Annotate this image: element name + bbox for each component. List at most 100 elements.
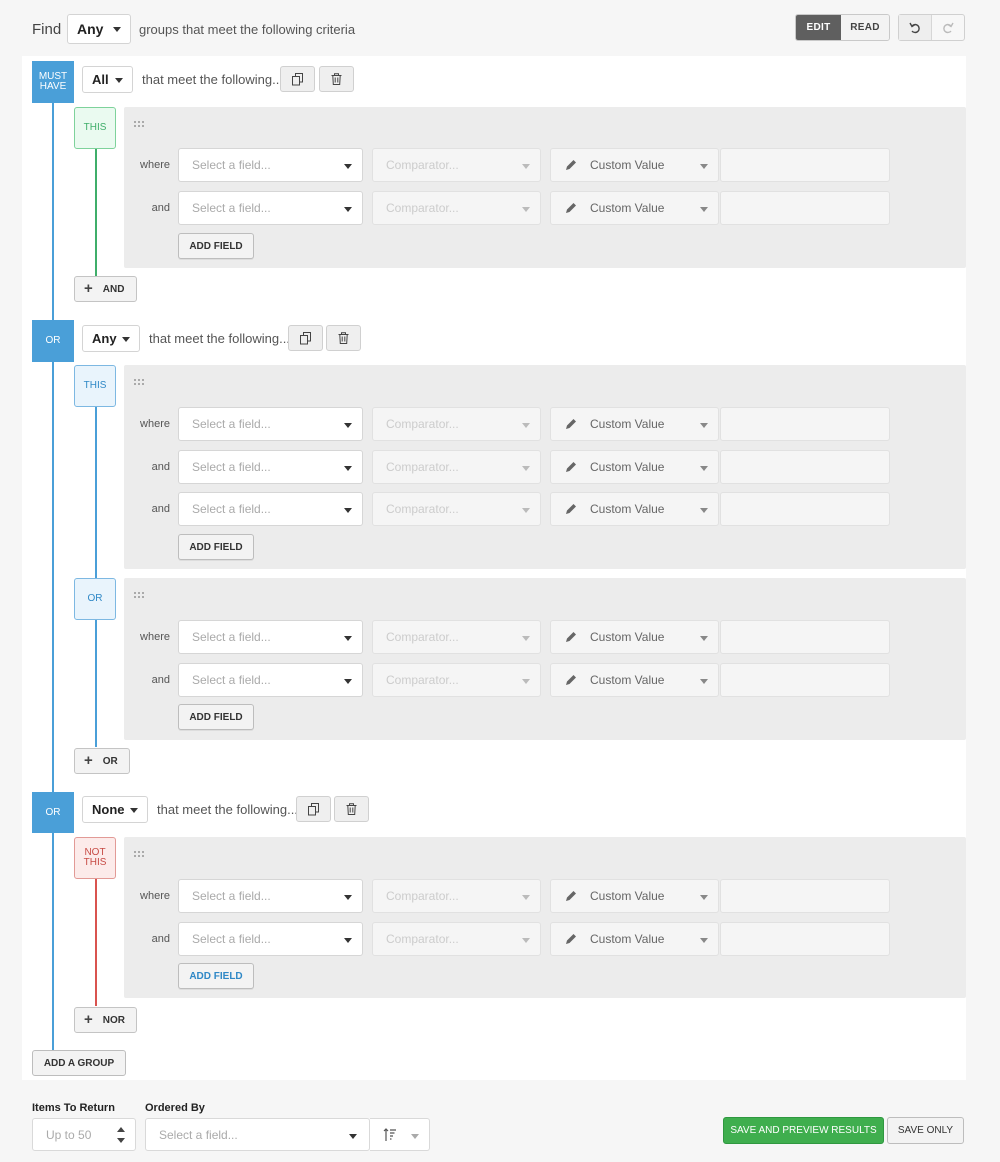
block-tag-label: THIS <box>83 380 107 391</box>
field-placeholder: Select a field... <box>192 502 271 516</box>
value-type-select[interactable]: Custom Value <box>550 148 719 182</box>
chevron-down-icon <box>115 77 123 83</box>
must-have-badge: MUST HAVE <box>32 61 74 103</box>
comparator-select[interactable]: Comparator... <box>372 191 541 225</box>
items-to-return-label: Items To Return <box>32 1102 115 1114</box>
chevron-down-icon <box>344 938 352 943</box>
field-select[interactable]: Select a field... <box>178 922 363 956</box>
value-type-select[interactable]: Custom Value <box>550 879 719 913</box>
comparator-select[interactable]: Comparator... <box>372 663 541 697</box>
chevron-down-icon <box>522 895 530 900</box>
row-connector: where <box>140 631 170 643</box>
history-controls <box>898 14 965 41</box>
add-field-button[interactable]: ADD FIELD <box>178 233 254 259</box>
block-tag-label: NOT THIS <box>83 847 107 868</box>
value-type-select[interactable]: Custom Value <box>550 620 719 654</box>
add-field-button[interactable]: ADD FIELD <box>178 534 254 560</box>
comparator-select[interactable]: Comparator... <box>372 450 541 484</box>
comparator-select[interactable]: Comparator... <box>372 879 541 913</box>
drag-handle-icon[interactable] <box>134 592 144 598</box>
group-badge-label: OR <box>45 806 61 818</box>
field-select[interactable]: Select a field... <box>178 407 363 441</box>
row-connector: and <box>151 674 170 686</box>
ordered-by-select[interactable]: Select a field... <box>145 1118 370 1151</box>
field-select[interactable]: Select a field... <box>178 663 363 697</box>
sort-icon <box>383 1128 396 1141</box>
field-select[interactable]: Select a field... <box>178 148 363 182</box>
comparator-placeholder: Comparator... <box>386 502 459 516</box>
chevron-down-icon <box>522 508 530 513</box>
value-input[interactable] <box>720 450 890 484</box>
delete-group-button[interactable] <box>334 796 369 822</box>
field-select[interactable]: Select a field... <box>178 492 363 526</box>
drag-handle-icon[interactable] <box>134 379 144 385</box>
delete-group-button[interactable] <box>319 66 354 92</box>
comparator-select[interactable]: Comparator... <box>372 492 541 526</box>
value-input[interactable] <box>720 879 890 913</box>
add-nor-button[interactable]: +NOR <box>74 1007 137 1033</box>
redo-button[interactable] <box>932 15 964 40</box>
chevron-down-icon <box>522 423 530 428</box>
value-input[interactable] <box>720 148 890 182</box>
save-only-button[interactable]: SAVE ONLY <box>887 1117 964 1144</box>
block-tag-label: OR <box>87 593 103 604</box>
sort-direction-select[interactable] <box>370 1118 430 1151</box>
group-match-select[interactable]: All <box>82 66 133 93</box>
comparator-select[interactable]: Comparator... <box>372 922 541 956</box>
value-input[interactable] <box>720 922 890 956</box>
value-input[interactable] <box>720 663 890 697</box>
items-to-return-input[interactable]: Up to 50 <box>32 1118 136 1151</box>
field-select[interactable]: Select a field... <box>178 620 363 654</box>
chevron-down-icon <box>700 423 708 428</box>
delete-group-button[interactable] <box>326 325 361 351</box>
group-criteria-text: that meet the following... <box>142 72 283 87</box>
value-type-select[interactable]: Custom Value <box>550 450 719 484</box>
pencil-icon <box>566 934 576 944</box>
drag-handle-icon[interactable] <box>134 851 144 857</box>
stepper-icon[interactable] <box>117 1126 125 1144</box>
duplicate-group-button[interactable] <box>280 66 315 92</box>
value-input[interactable] <box>720 620 890 654</box>
duplicate-group-button[interactable] <box>296 796 331 822</box>
comparator-select[interactable]: Comparator... <box>372 620 541 654</box>
value-type-label: Custom Value <box>590 502 665 516</box>
value-type-select[interactable]: Custom Value <box>550 922 719 956</box>
comparator-placeholder: Comparator... <box>386 460 459 474</box>
value-input[interactable] <box>720 407 890 441</box>
chevron-down-icon <box>130 807 138 813</box>
field-select[interactable]: Select a field... <box>178 191 363 225</box>
comparator-select[interactable]: Comparator... <box>372 148 541 182</box>
field-select[interactable]: Select a field... <box>178 450 363 484</box>
value-input[interactable] <box>720 191 890 225</box>
add-and-button[interactable]: +AND <box>74 276 137 302</box>
add-field-button[interactable]: ADD FIELD <box>178 963 254 989</box>
read-mode-button[interactable]: READ <box>841 15 889 40</box>
edit-mode-button[interactable]: EDIT <box>796 15 841 40</box>
find-mode-select[interactable]: Any <box>67 14 131 44</box>
value-type-select[interactable]: Custom Value <box>550 191 719 225</box>
value-type-select[interactable]: Custom Value <box>550 407 719 441</box>
group-match-select[interactable]: Any <box>82 325 140 352</box>
group-criteria-text: that meet the following... <box>157 802 298 817</box>
chevron-down-icon <box>522 164 530 169</box>
add-group-button[interactable]: ADD A GROUP <box>32 1050 126 1076</box>
add-nor-label: NOR <box>102 1014 125 1026</box>
drag-handle-icon[interactable] <box>134 121 144 127</box>
save-and-preview-button[interactable]: SAVE AND PREVIEW RESULTS <box>723 1117 884 1144</box>
trash-icon <box>346 803 357 815</box>
group-match-select[interactable]: None <box>82 796 148 823</box>
add-field-button[interactable]: ADD FIELD <box>178 704 254 730</box>
value-type-select[interactable]: Custom Value <box>550 663 719 697</box>
field-select[interactable]: Select a field... <box>178 879 363 913</box>
value-input[interactable] <box>720 492 890 526</box>
add-or-label: OR <box>102 755 118 767</box>
mode-toggle: EDIT READ <box>795 14 890 41</box>
comparator-select[interactable]: Comparator... <box>372 407 541 441</box>
copy-icon <box>299 331 311 344</box>
pencil-icon <box>566 160 576 170</box>
undo-button[interactable] <box>899 15 932 40</box>
value-type-select[interactable]: Custom Value <box>550 492 719 526</box>
add-or-button[interactable]: +OR <box>74 748 130 774</box>
ordered-by-label: Ordered By <box>145 1102 205 1114</box>
duplicate-group-button[interactable] <box>288 325 323 351</box>
